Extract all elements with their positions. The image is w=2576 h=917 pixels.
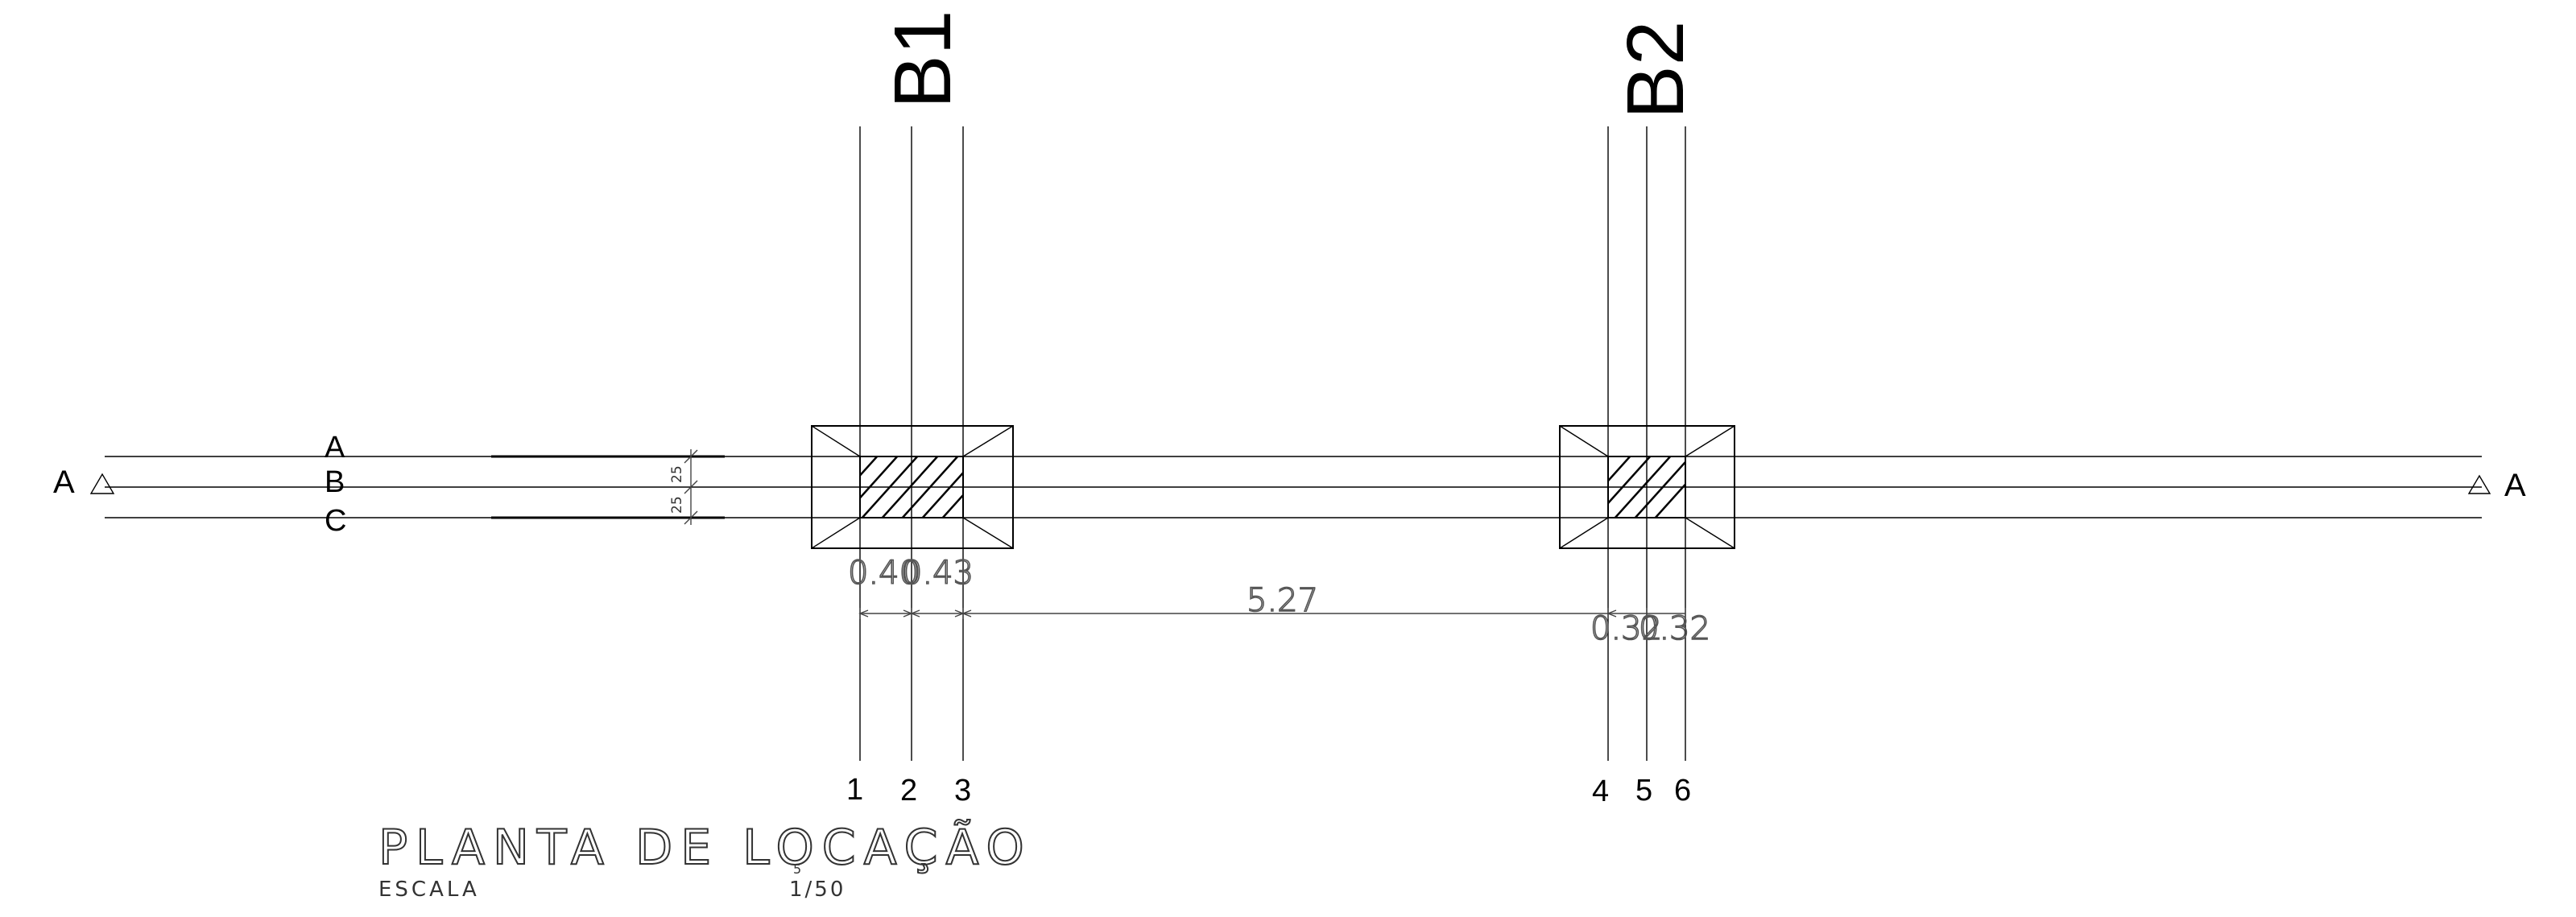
dim-span: 5.27 <box>1247 582 1318 619</box>
dim-b1-right: 0.43 <box>902 555 974 592</box>
section-triangle-right-icon <box>2467 474 2491 494</box>
drawing-title: PLANTA DE LOCAÇÃO <box>378 819 1032 876</box>
dimension-chain <box>858 608 1686 619</box>
column-b2 <box>1607 456 1686 518</box>
column-number-6: 6 <box>1674 774 1691 808</box>
row-spacing-dimension: 25 25 <box>669 449 698 525</box>
section-triangle-left-icon <box>89 473 115 494</box>
column-b1 <box>859 456 964 518</box>
row-dim-upper: 25 <box>669 465 685 483</box>
column-b1-hatch <box>860 456 963 518</box>
dim-b2-right: 0.32 <box>1639 610 1710 647</box>
row-label-b: B <box>325 465 345 499</box>
scale-mark: 5 <box>793 861 801 877</box>
column-number-5: 5 <box>1635 774 1652 808</box>
footing-b2 <box>1559 425 1735 549</box>
block-label-b2: B2 <box>1611 21 1701 119</box>
scale-label: ESCALA <box>378 878 480 902</box>
column-number-2: 2 <box>900 774 917 808</box>
section-marker-left: A <box>53 465 115 500</box>
footing-b2-outline <box>1559 425 1735 549</box>
row-label-a: A <box>325 431 345 465</box>
horizontal-axes <box>105 455 2482 519</box>
section-label-left: A <box>53 465 75 500</box>
column-b2-hatch <box>1608 456 1685 518</box>
row-label-c: C <box>325 504 346 538</box>
dim-b1-left: 0.40 <box>848 555 920 592</box>
vertical-axes <box>859 126 1686 761</box>
scale-value: 1/50 <box>789 878 846 902</box>
footing-b1-outline <box>811 425 1014 549</box>
column-number-1: 1 <box>846 773 863 807</box>
section-marker-right: A <box>2467 468 2526 503</box>
dim-b2-left: 0.32 <box>1590 610 1662 647</box>
section-label-right: A <box>2504 468 2526 503</box>
column-number-3: 3 <box>954 774 971 808</box>
column-number-4: 4 <box>1592 774 1609 808</box>
block-label-b1: B1 <box>878 10 968 109</box>
row-dim-lower: 25 <box>669 496 685 514</box>
footing-b1 <box>811 425 1014 549</box>
